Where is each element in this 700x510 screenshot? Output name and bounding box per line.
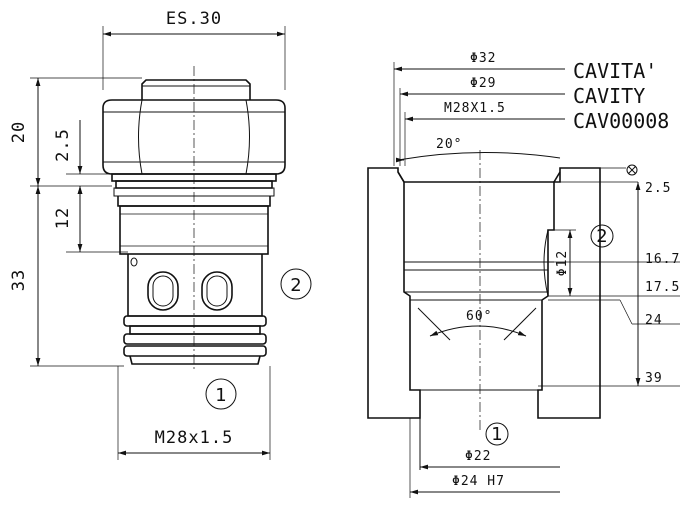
dim-12-label: 12: [53, 207, 73, 229]
cavity-section-view: CAVITA' CAVITY CAV00008 Φ32 Φ29 M28X1.5 …: [367, 51, 680, 498]
port-1-label: 1: [215, 385, 226, 406]
depth-16-7-label: 16.7: [645, 252, 680, 267]
cavity-code-label: CAV00008: [573, 109, 669, 133]
dia-12-label: Φ12: [555, 250, 570, 276]
dia-29-label: Φ29: [470, 76, 496, 91]
dia-22-label: Φ22: [465, 449, 491, 464]
dim-2-5-label: 2.5: [53, 128, 73, 162]
cartridge-valve-view: ES.30: [9, 9, 312, 460]
hex-size-label: ES.30: [166, 9, 222, 29]
angle-20-label: 20°: [436, 137, 462, 152]
cavity-port-2-label: 2: [596, 226, 607, 247]
cavity-it-label: CAVITA': [573, 59, 657, 83]
cavity-port-1-label: 1: [491, 424, 502, 445]
depth-39-label: 39: [645, 371, 663, 386]
depth-2-5-label: 2.5: [645, 181, 671, 196]
depth-17-5-label: 17.5: [645, 280, 680, 295]
dia-32-label: Φ32: [470, 51, 496, 66]
angle-60-label: 60°: [466, 309, 492, 324]
dim-33-label: 33: [9, 269, 29, 291]
dia-24-h7-label: Φ24 H7: [452, 474, 505, 489]
cavity-en-label: CAVITY: [573, 84, 645, 108]
thread-m28-label: M28X1.5: [444, 101, 506, 116]
depth-24-label: 24: [645, 313, 663, 328]
thread-label: M28x1.5: [155, 428, 234, 448]
dim-20-label: 20: [9, 121, 29, 143]
port-2-label: 2: [290, 275, 301, 296]
